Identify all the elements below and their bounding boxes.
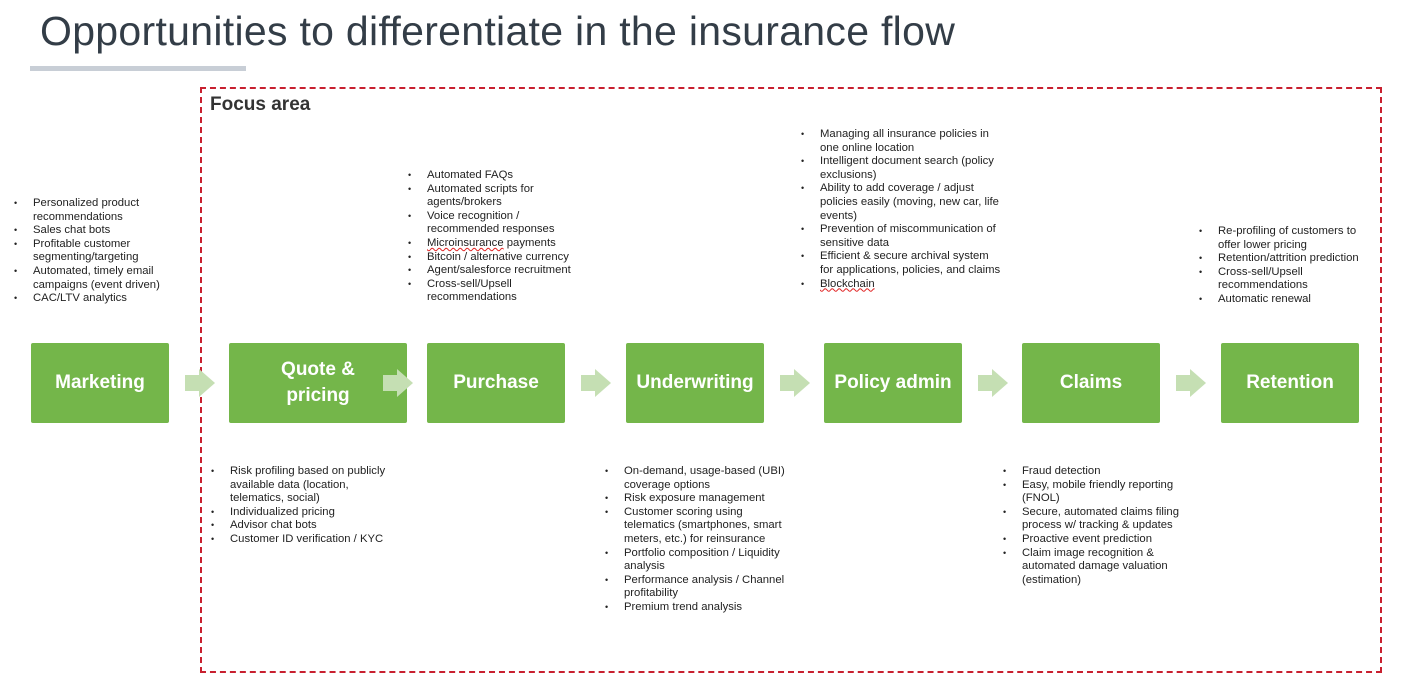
list-item: Fraud detection	[1003, 465, 1183, 479]
list-item: Cross-sell/Upsell recommendations	[1199, 266, 1369, 293]
list-item: Prevention of miscommunication of sensit…	[801, 223, 1001, 250]
list-item: Easy, mobile friendly reporting (FNOL)	[1003, 479, 1183, 506]
step-underwriting: Underwriting	[626, 343, 764, 423]
opportunity-list: On-demand, usage-based (UBI) coverage op…	[605, 465, 790, 615]
focus-area-label: Focus area	[210, 94, 311, 115]
list-item: Performance analysis / Channel profitabi…	[605, 574, 790, 601]
list-item: Cross-sell/Upsell recommendations	[408, 278, 583, 305]
step-purchase: Purchase	[427, 343, 565, 423]
step-retention: Retention	[1221, 343, 1359, 423]
list-item: Sales chat bots	[14, 224, 184, 238]
list-item: Profitable customer segmenting/targeting	[14, 238, 184, 265]
list-item: Managing all insurance policies in one o…	[801, 128, 1001, 155]
opportunity-list: Personalized product recommendationsSale…	[14, 197, 184, 306]
list-item: Blockchain	[801, 278, 1001, 292]
list-item: Secure, automated claims filing process …	[1003, 506, 1183, 533]
list-item: Risk exposure management	[605, 492, 790, 506]
opportunity-list: Automated FAQsAutomated scripts for agen…	[408, 169, 583, 305]
list-item: CAC/LTV analytics	[14, 292, 184, 306]
list-item: Individualized pricing	[211, 506, 396, 520]
list-item: Customer ID verification / KYC	[211, 533, 396, 547]
opportunity-list: Risk profiling based on publicly availab…	[211, 465, 396, 547]
list-item: Automated scripts for agents/brokers	[408, 183, 583, 210]
list-item: Retention/attrition prediction	[1199, 252, 1369, 266]
list-item: Proactive event prediction	[1003, 533, 1183, 547]
opportunity-list: Managing all insurance policies in one o…	[801, 128, 1001, 291]
list-item: Intelligent document search (policy excl…	[801, 155, 1001, 182]
step-marketing: Marketing	[31, 343, 169, 423]
list-item: Agent/salesforce recruitment	[408, 264, 583, 278]
list-item: Premium trend analysis	[605, 601, 790, 615]
list-item: Bitcoin / alternative currency	[408, 251, 583, 265]
list-item: Risk profiling based on publicly availab…	[211, 465, 396, 506]
list-item: Customer scoring using telematics (smart…	[605, 506, 790, 547]
list-item: Automatic renewal	[1199, 293, 1369, 307]
list-item: Personalized product recommendations	[14, 197, 184, 224]
step-claims: Claims	[1022, 343, 1160, 423]
list-item: Microinsurance payments	[408, 237, 583, 251]
list-item: Automated FAQs	[408, 169, 583, 183]
opportunity-list: Re-profiling of customers to offer lower…	[1199, 225, 1369, 307]
list-item: Re-profiling of customers to offer lower…	[1199, 225, 1369, 252]
list-item: Voice recognition / recommended response…	[408, 210, 583, 237]
list-item: Ability to add coverage / adjust policie…	[801, 182, 1001, 223]
step-policy-admin: Policy admin	[824, 343, 962, 423]
list-item: Automated, timely email campaigns (event…	[14, 265, 184, 292]
list-item: Efficient & secure archival system for a…	[801, 250, 1001, 277]
slide-title: Opportunities to differentiate in the in…	[40, 8, 956, 54]
step-quote-pricing: Quote & pricing	[229, 343, 407, 423]
list-item: Claim image recognition & automated dama…	[1003, 547, 1183, 588]
title-underline	[30, 66, 246, 71]
list-item: On-demand, usage-based (UBI) coverage op…	[605, 465, 790, 492]
list-item: Advisor chat bots	[211, 519, 396, 533]
list-item: Portfolio composition / Liquidity analys…	[605, 547, 790, 574]
opportunity-list: Fraud detectionEasy, mobile friendly rep…	[1003, 465, 1183, 587]
